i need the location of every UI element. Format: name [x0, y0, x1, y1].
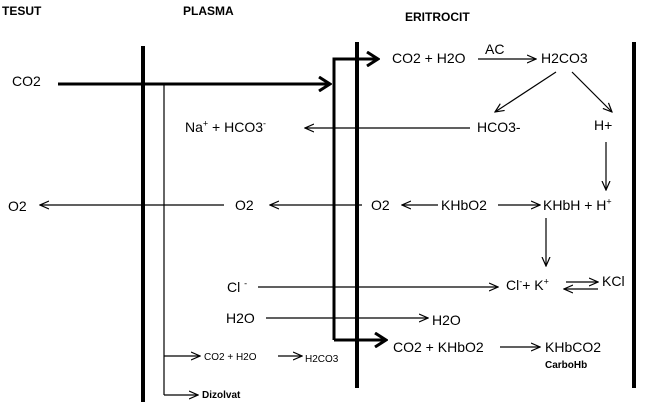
label-h2o-plasma: H2O: [226, 310, 255, 326]
label-h2co3-plasma: H2CO3: [305, 354, 339, 365]
label-o2-rbc: O2: [371, 197, 390, 213]
label-hco3-rbc: HCO3-: [477, 119, 521, 135]
label-o2-tissue: O2: [8, 198, 27, 214]
label-cl-k-rbc: Cl-+ K+: [506, 276, 549, 293]
column-header-eritrocit: ERITROCIT: [405, 10, 470, 24]
label-dizolvat: Dizolvat: [202, 390, 241, 401]
label-o2-plasma: O2: [235, 197, 254, 213]
label-khbo2: KHbO2: [441, 197, 487, 213]
label-co2-h2o-rbc: CO2 + H2O: [392, 50, 466, 66]
label-cl-plasma: Cl -: [227, 278, 248, 295]
label-na-hco3: Na+ + HCO3-: [185, 118, 267, 135]
label-carbohb: CarboHb: [545, 360, 588, 371]
label-ac: AC: [485, 41, 505, 57]
label-h-plus: H+: [594, 117, 613, 133]
label-kcl: KCl: [602, 273, 625, 289]
label-khbh-h: KHbH + H+: [543, 196, 612, 213]
label-h2co3-rbc: H2CO3: [541, 50, 588, 66]
arrow-to-h-plus: [571, 71, 612, 112]
co2-bracket: [332, 59, 378, 340]
column-header-tesut: TESUT: [2, 4, 42, 18]
label-co2-khbo2: CO2 + KHbO2: [393, 339, 484, 355]
column-header-plasma: PLASMA: [183, 4, 234, 18]
label-khbco2: KHbCO2: [545, 339, 602, 355]
label-h2o-rbc: H2O: [432, 312, 461, 328]
label-co2-tissue: CO2: [12, 73, 41, 89]
label-co2-h2o-plasma: CO2 + H2O: [204, 352, 257, 363]
arrow-to-hco3: [495, 71, 557, 112]
